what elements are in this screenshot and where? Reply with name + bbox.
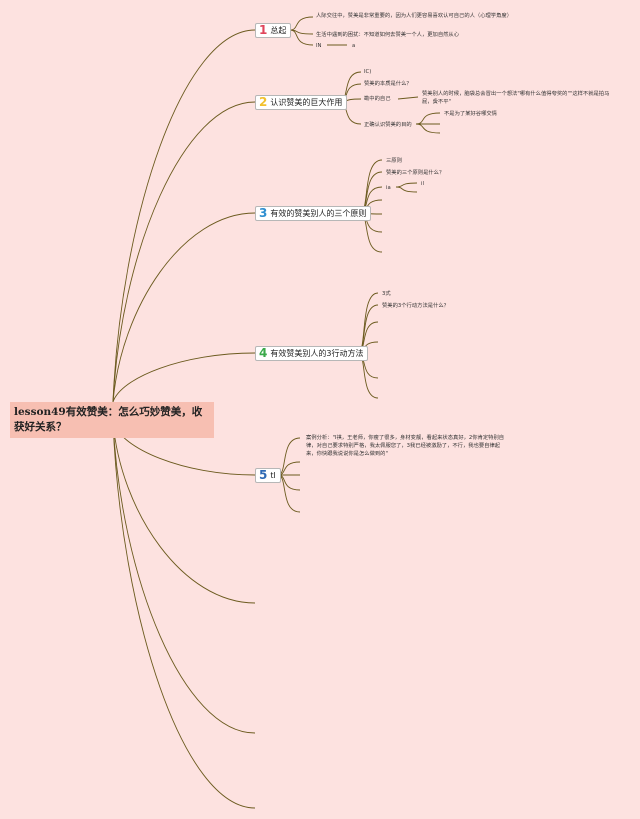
branch-number: 5 [259, 468, 268, 482]
note-text: 3式 [382, 291, 391, 297]
branch-connector [289, 16, 314, 31]
branch-label: 认识赞美的巨大作用 [270, 98, 343, 107]
branch-5-topic[interactable]: 5 tl [255, 468, 281, 483]
branch-number: 2 [259, 95, 268, 109]
root-connector [112, 421, 256, 734]
note-text: 赞美的三个原则是什么？ [386, 170, 445, 176]
branch-label: 有效的赞美别人的三个原则 [270, 209, 367, 218]
root-connector [112, 421, 256, 604]
note-text: 勘中的自己 [364, 96, 391, 102]
note-text: IC) [364, 69, 372, 75]
note-text: a [352, 43, 356, 49]
note-text: 赞美的3个行动方法是什么？ [382, 303, 449, 309]
branch-label: tl [270, 471, 276, 480]
note-text: 生活中遇到的困扰：不知道如何去赞美一个人，更加自然从心 [316, 32, 460, 38]
root-connector [112, 212, 256, 403]
root-connector [112, 352, 256, 403]
note-text: 人际交往中，赞美是非常重要的，因为人们更容易喜欢认可自己的人（心理学角度） [316, 13, 512, 19]
branch-number: 1 [259, 23, 268, 37]
branch-connector [277, 437, 301, 476]
branch-1-topic[interactable]: 1 总起 [255, 23, 292, 38]
branch-2-topic[interactable]: 2 认识赞美的巨大作用 [255, 95, 348, 110]
branch-connector [415, 112, 441, 125]
connector-lines [112, 16, 441, 809]
branch-connector [289, 29, 314, 46]
note-text: 赞美的本质是什么？ [364, 81, 412, 87]
branch-label: 总起 [270, 26, 287, 35]
root-connector [112, 101, 256, 403]
branch-label: 有效赞美别人的3行动方法 [270, 349, 364, 358]
root-connector [112, 421, 256, 809]
branch-connector [395, 186, 418, 193]
branch-number: 3 [259, 206, 268, 220]
note-text: IN [316, 43, 322, 49]
branch-3-topic[interactable]: 3 有效的赞美别人的三个原则 [255, 206, 372, 221]
note-text: 三原则 [386, 158, 402, 164]
note-text: 赞美别人的时候，脑袋总会冒出一个想法"哪有什么值得夸奖的""这样不就是拍马屁，夤… [422, 91, 610, 105]
note-text: il [421, 181, 424, 187]
leaf-connector [397, 96, 419, 100]
note-text: 不是为了某好谷哪交情 [444, 111, 497, 117]
branch-connector [395, 182, 418, 188]
root-topic[interactable]: lesson49有效赞美：怎么巧妙赞美，收获好关系？ [10, 402, 214, 438]
branch-number: 4 [259, 346, 268, 360]
note-text: ia [386, 185, 391, 191]
note-text: 案例分析："I祺，王老师，你瘦了很多，身材变靓，看起来状态真好，2你肯定特别自律… [306, 435, 505, 457]
branch-connector [277, 474, 301, 513]
branch-connector [415, 123, 441, 134]
root-connector [112, 29, 256, 403]
branch-4-topic[interactable]: 4 有效赞美别人的3行动方法 [255, 346, 369, 361]
note-text: 正确认识赞美的目的 [364, 122, 412, 128]
